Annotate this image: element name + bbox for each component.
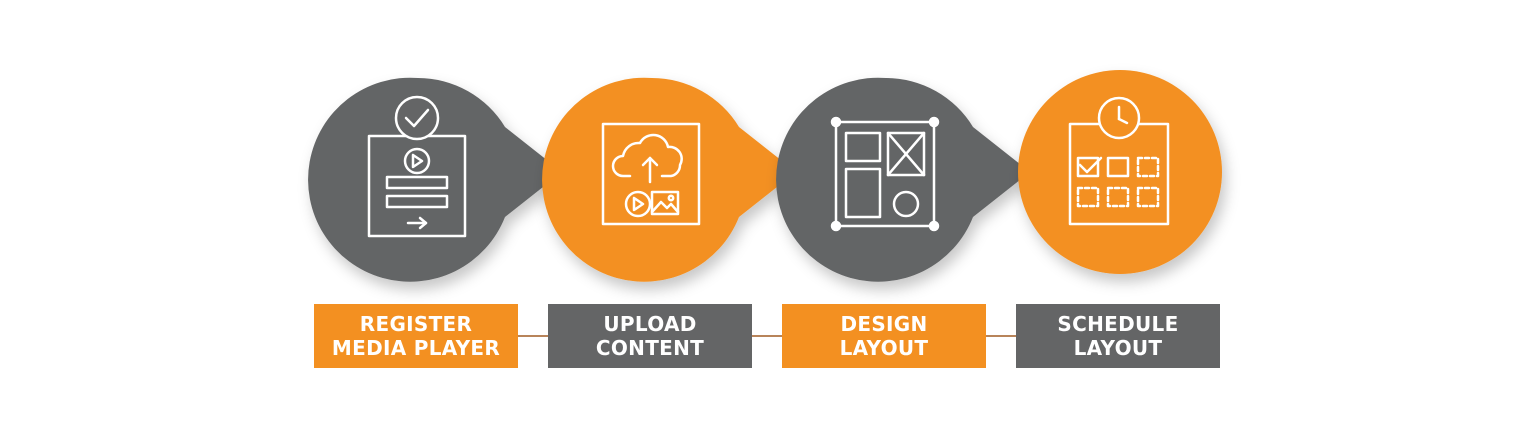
step-2-shape (542, 77, 796, 282)
layout-grid-icon (830, 116, 940, 232)
step-1-label-line1: REGISTER (359, 312, 473, 336)
step-1-label: REGISTER MEDIA PLAYER (314, 304, 518, 368)
step-1-shape (308, 77, 562, 282)
step-2-label-line2: CONTENT (595, 336, 705, 360)
step-3-label: DESIGN LAYOUT (782, 304, 986, 368)
step-3-shape (776, 77, 1030, 282)
step-1-label-line2: MEDIA PLAYER (331, 336, 501, 360)
connector-2-3 (752, 335, 783, 337)
calendar-clock-icon (1068, 96, 1170, 226)
step-4-label-line2: LAYOUT (1073, 336, 1163, 360)
register-form-check-icon (367, 95, 467, 238)
cloud-upload-media-icon (601, 122, 701, 226)
connector-3-4 (986, 335, 1017, 337)
connector-1-2 (518, 335, 549, 337)
step-3-label-line2: LAYOUT (839, 336, 929, 360)
step-2-label: UPLOAD CONTENT (548, 304, 752, 368)
step-2-label-line1: UPLOAD (603, 312, 697, 336)
step-3-label-line1: DESIGN (840, 312, 928, 336)
step-4-label-line1: SCHEDULE (1057, 312, 1179, 336)
step-4-label: SCHEDULE LAYOUT (1016, 304, 1220, 368)
